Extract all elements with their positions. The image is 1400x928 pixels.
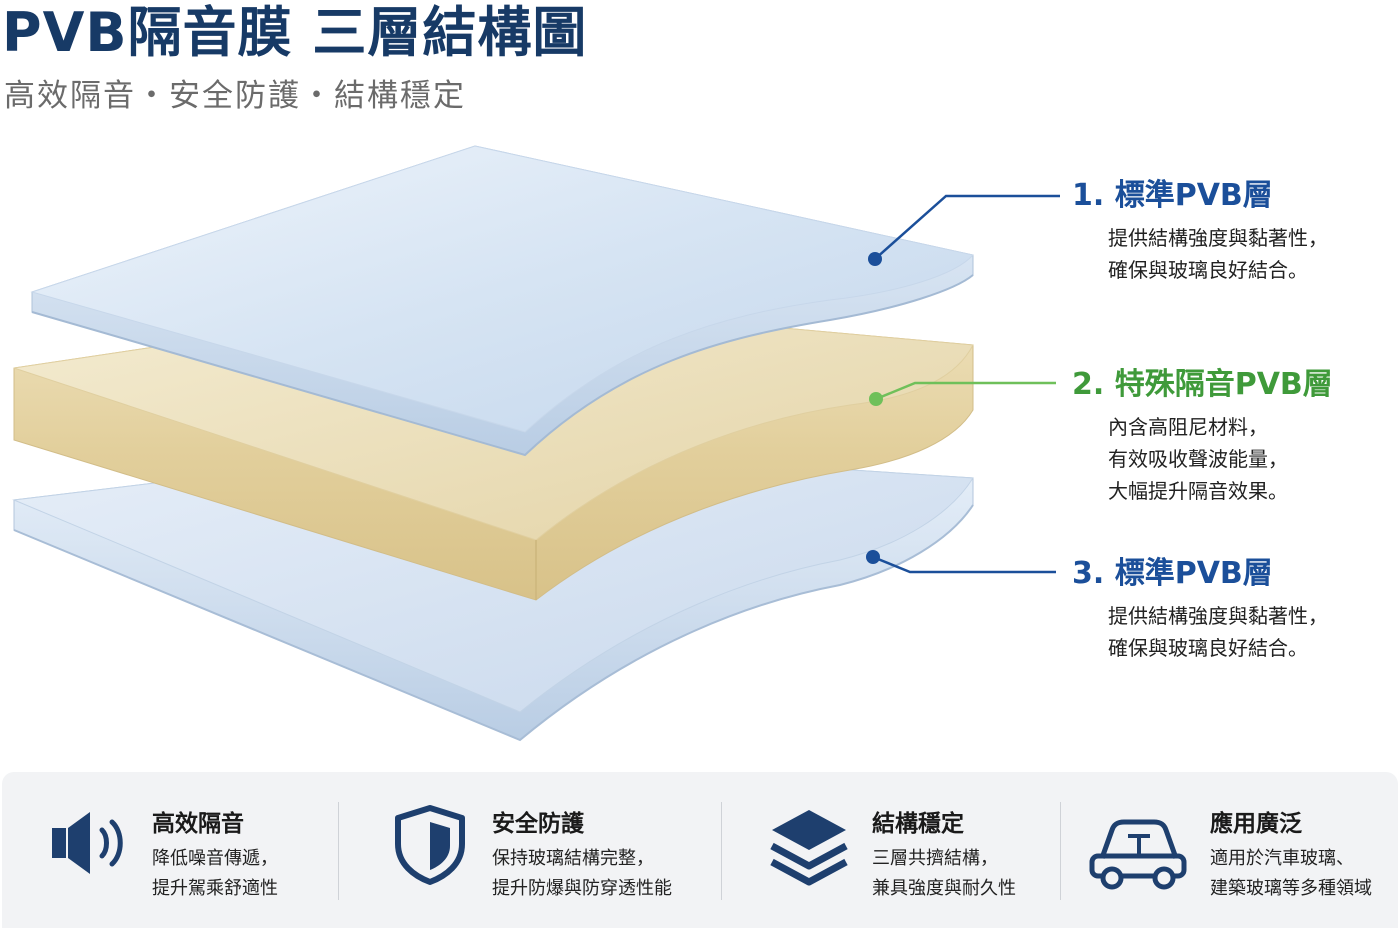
divider <box>338 802 339 900</box>
layers-icon <box>770 810 848 886</box>
feature-description: 三層共擠結構， 兼具強度與耐久性 <box>872 848 1016 899</box>
layer-3-description: 提供結構強度與黏著性， 確保與玻璃良好結合。 <box>1108 604 1328 660</box>
layer-1-description: 提供結構強度與黏著性， 確保與玻璃良好結合。 <box>1108 226 1328 282</box>
callout-1 <box>868 194 1060 266</box>
callout-2 <box>869 381 1056 406</box>
feature-applications: 應用廣泛 適用於汽車玻璃、 建築玻璃等多種領域 <box>1088 772 1394 928</box>
feature-title: 高效隔音 <box>152 811 244 837</box>
page-title: PVB隔音膜 三層結構圖 <box>2 1 588 64</box>
car-icon <box>1089 819 1187 890</box>
feature-title: 應用廣泛 <box>1210 811 1302 837</box>
divider <box>1060 802 1061 900</box>
feature-description: 保持玻璃結構完整， 提升防爆與防穿透性能 <box>492 848 672 899</box>
features-bar: 高效隔音 降低噪音傳遞， 提升駕乘舒適性 安全防護 保持玻璃結構完整， 提升防爆… <box>2 772 1398 928</box>
page-subtitle: 高效隔音・安全防護・結構穩定 <box>4 78 466 114</box>
top-pvb-layer <box>30 145 974 457</box>
feature-title: 結構穩定 <box>872 811 964 837</box>
layer-structure-diagram <box>12 145 1060 742</box>
feature-description: 適用於汽車玻璃、 建築玻璃等多種領域 <box>1210 848 1372 899</box>
shield-icon <box>395 805 465 885</box>
layer-3-label: 3. 標準PVB層 <box>1072 556 1273 591</box>
divider <box>721 802 722 900</box>
feature-safety: 安全防護 保持玻璃結構完整， 提升防爆與防穿透性能 <box>390 772 720 928</box>
callout-3 <box>866 550 1056 574</box>
feature-stability: 結構穩定 三層共擠結構， 兼具強度與耐久性 <box>766 772 1058 928</box>
speaker-icon <box>52 812 123 874</box>
layer-2-label: 2. 特殊隔音PVB層 <box>1072 367 1333 402</box>
feature-description: 降低噪音傳遞， 提升駕乘舒適性 <box>152 848 278 899</box>
feature-title: 安全防護 <box>492 811 584 837</box>
feature-soundproof: 高效隔音 降低噪音傳遞， 提升駕乘舒適性 <box>48 772 338 928</box>
layer-1-label: 1. 標準PVB層 <box>1072 178 1273 213</box>
layer-2-description: 內含高阻尼材料， 有效吸收聲波能量， 大幅提升隔音效果。 <box>1108 415 1288 503</box>
